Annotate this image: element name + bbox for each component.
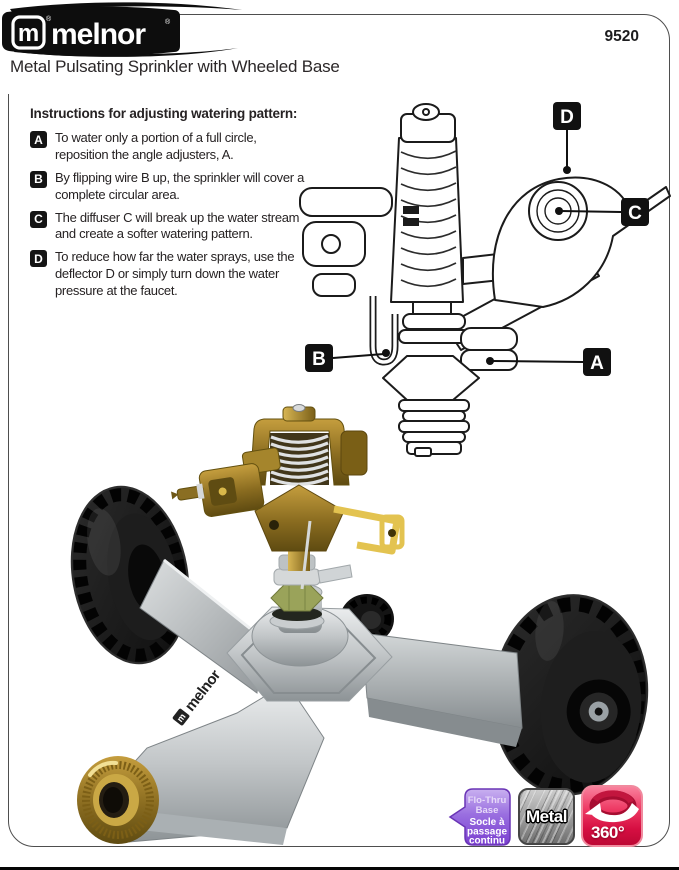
instruction-label-a: A	[30, 131, 47, 148]
instruction-text-c: The diffuser C will break up the water s…	[55, 209, 300, 242]
hex-nut	[270, 584, 324, 612]
rotation-arrow-icon	[585, 790, 639, 823]
rotation-badge-label: 360°	[591, 823, 625, 842]
melnor-wordmark: melnor	[51, 18, 146, 51]
product-photo: m melnor	[70, 404, 649, 845]
diagram-wire-loop	[369, 296, 399, 366]
page-border	[8, 14, 670, 847]
instruction-label-d: D	[30, 250, 47, 268]
diagram-spring-housing	[390, 137, 464, 303]
instruction-item-b: B By flipping wire B up, the sprinkler w…	[30, 170, 310, 204]
diagram-spring-coil	[400, 150, 457, 288]
flo-thru-badge: Flo-Thru Base Socle à passage continu	[448, 788, 511, 847]
callout-d-label: D	[560, 107, 574, 128]
head-hammer-arm	[171, 447, 281, 517]
flo-thru-line1: Flo-Thru	[468, 795, 507, 806]
instruction-label-c: C	[30, 210, 47, 228]
instruction-item-a: A To water only a portion of a full circ…	[30, 130, 310, 164]
flo-thru-fr-line3: continu	[469, 836, 505, 847]
metal-badge: Metal	[518, 788, 575, 845]
bottom-edge-bar	[0, 867, 679, 870]
instruction-item-d: D To reduce how far the water sprays, us…	[30, 249, 310, 300]
callout-a: A	[486, 348, 611, 376]
base-brand-imprint: m melnor	[172, 667, 225, 726]
trip-pin	[300, 520, 312, 590]
melnor-mark-frame	[11, 15, 46, 50]
brand-logo: m ® melnor ®	[2, 2, 242, 57]
flo-thru-line2: Base	[476, 805, 499, 816]
diagram-hose-threads	[398, 399, 470, 457]
melnor-logo-mark-icon: m	[18, 20, 39, 47]
model-number: 9520	[604, 28, 639, 45]
instructions-heading: Instructions for adjusting watering patt…	[30, 106, 298, 121]
diagram-hammer-arm	[299, 187, 393, 217]
instruction-item-c: C The diffuser C will break up the water…	[30, 210, 310, 244]
collar	[273, 554, 353, 586]
instruction-text-d: To reduce how far the water sprays, use …	[55, 249, 295, 299]
flo-thru-fr-line2: passage	[467, 827, 507, 838]
instructions-panel: Instructions for adjusting watering patt…	[30, 106, 310, 306]
sprinkler-diagram: D C B A	[299, 102, 671, 457]
flo-thru-arrow-icon	[448, 788, 511, 846]
flo-thru-fr-line1: Socle à	[469, 817, 504, 828]
rotation-360-badge: 360°	[581, 785, 643, 847]
callout-c-label: C	[628, 203, 642, 224]
registered-mark-icon: ®	[165, 18, 171, 26]
callout-b: B	[305, 344, 390, 372]
callout-d: D	[553, 102, 581, 174]
registered-mark-icon: ®	[46, 15, 52, 23]
instruction-text-a: To water only a portion of a full circle…	[55, 130, 257, 162]
sprinkler-head	[171, 404, 405, 590]
callout-c: C	[555, 198, 649, 226]
callout-b-label: B	[312, 349, 326, 370]
metal-badge-label: Metal	[526, 806, 567, 826]
hose-coupling	[77, 756, 159, 844]
right-wheel	[491, 594, 649, 796]
diagram-diffuser-circles	[528, 181, 588, 241]
callout-a-label: A	[590, 353, 604, 374]
instruction-text-b: By flipping wire B up, the sprinkler wil…	[55, 169, 305, 202]
imprint-wordmark: melnor	[182, 667, 225, 715]
product-title: Metal Pulsating Sprinkler with Wheeled B…	[10, 57, 340, 76]
head-body	[254, 484, 345, 552]
instruction-label-b: B	[30, 170, 47, 188]
wire-clip	[333, 505, 405, 555]
